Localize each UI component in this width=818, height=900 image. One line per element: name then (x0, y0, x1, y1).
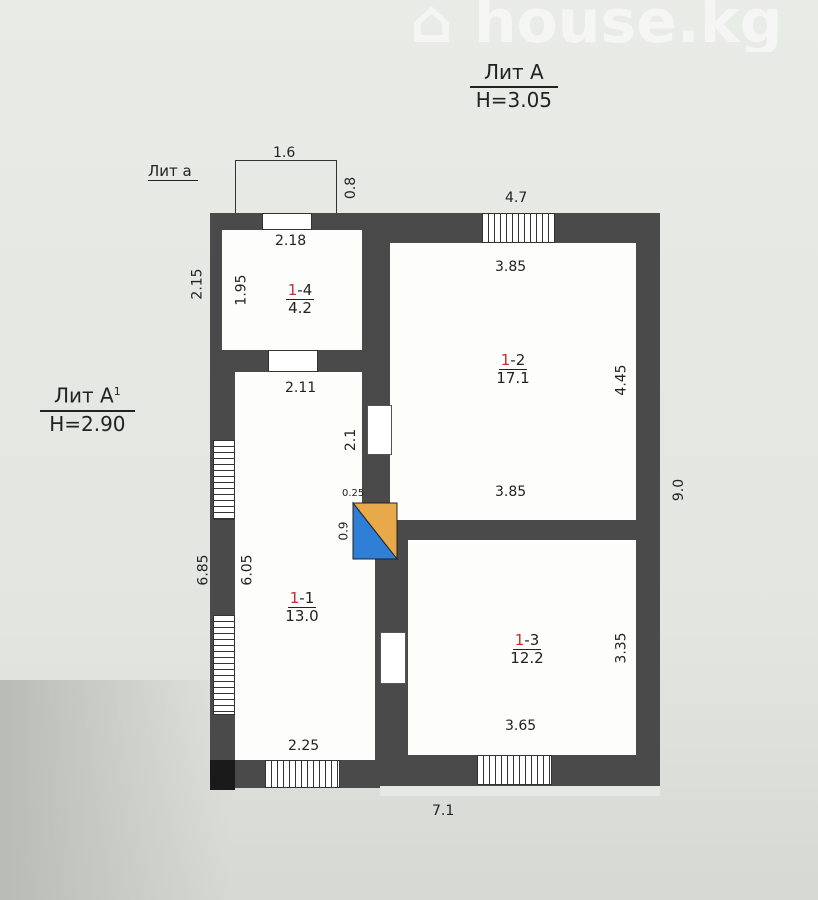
porch-outline (235, 160, 337, 214)
room-id: 1 (289, 589, 300, 607)
room-area: 12.2 (510, 649, 544, 667)
dim-total-height: 9.0 (671, 478, 688, 502)
lit-a1-sup: 1 (113, 385, 121, 398)
window-bottom-1-1 (265, 760, 340, 788)
lit-a1-height: H=2.90 (49, 411, 126, 436)
watermark: ⌂ house.kg (410, 0, 783, 52)
room-area: 4.2 (288, 299, 312, 317)
dim-1-4-height: 1.95 (233, 274, 250, 306)
window-left-1 (213, 440, 235, 520)
lit-main-label: Лит А H=3.05 (470, 60, 558, 112)
dim-1-1-width-bottom: 2.25 (288, 738, 320, 754)
dim-stair-width: 0.25 (342, 488, 365, 499)
room-1-4 (222, 230, 362, 350)
lit-a1-label: Лит А1 H=2.90 (40, 380, 135, 436)
photo-shadow (0, 680, 230, 900)
wall-corner (210, 760, 235, 790)
lit-porch-label: Лит а (148, 162, 198, 181)
watermark-text: house.kg (473, 0, 783, 52)
stair-blue-half (352, 502, 398, 560)
lit-a1-title: Лит А (54, 383, 114, 408)
room-sub: 1 (304, 589, 315, 607)
room-id: 1 (500, 351, 511, 369)
lit-main-title: Лит А (470, 60, 558, 88)
lit-main-height: H=3.05 (475, 88, 553, 112)
dim-top-right: 4.7 (505, 190, 528, 206)
dim-1-3-width: 3.65 (505, 718, 537, 734)
stair-icon (352, 502, 398, 560)
dim-total-width: 7.1 (432, 803, 455, 819)
house-icon: ⌂ (410, 0, 453, 52)
room-1-2 (390, 243, 636, 520)
window-1-4 (262, 213, 312, 230)
dim-porch-height: 0.8 (343, 176, 360, 200)
door-1-3 (380, 632, 406, 684)
window-bottom-1-3 (477, 755, 552, 785)
dim-left-height: 6.85 (195, 554, 212, 586)
dim-1-1-height: 6.05 (239, 554, 256, 586)
window-left-2 (213, 615, 235, 715)
room-1-3 (408, 540, 636, 755)
dim-1-1-width-top: 2.11 (285, 380, 317, 396)
room-sub: 4 (302, 281, 313, 299)
room-sub: 2 (515, 351, 526, 369)
dim-left-top: 2.15 (189, 268, 206, 300)
bg-patch (380, 786, 660, 796)
room-id: 1 (514, 631, 525, 649)
window-top-right (482, 213, 555, 243)
room-area: 13.0 (285, 607, 319, 625)
dim-1-2-width-top: 3.85 (495, 259, 527, 275)
room-sub: 3 (529, 631, 540, 649)
room-id: 1 (287, 281, 298, 299)
dim-1-4-width: 2.18 (275, 233, 307, 249)
room-1-1 (235, 372, 375, 760)
dim-door: 2.1 (343, 428, 360, 452)
room-area: 17.1 (496, 369, 530, 387)
door-1-4 (268, 350, 318, 372)
dim-stair-height: 0.9 (336, 521, 351, 541)
dim-porch-width: 1.6 (273, 145, 296, 161)
dim-1-2-height: 4.45 (613, 364, 630, 396)
dim-1-3-height: 3.35 (613, 632, 630, 664)
dim-1-2-width-bottom: 3.85 (495, 484, 527, 500)
door-1-2 (367, 405, 392, 455)
